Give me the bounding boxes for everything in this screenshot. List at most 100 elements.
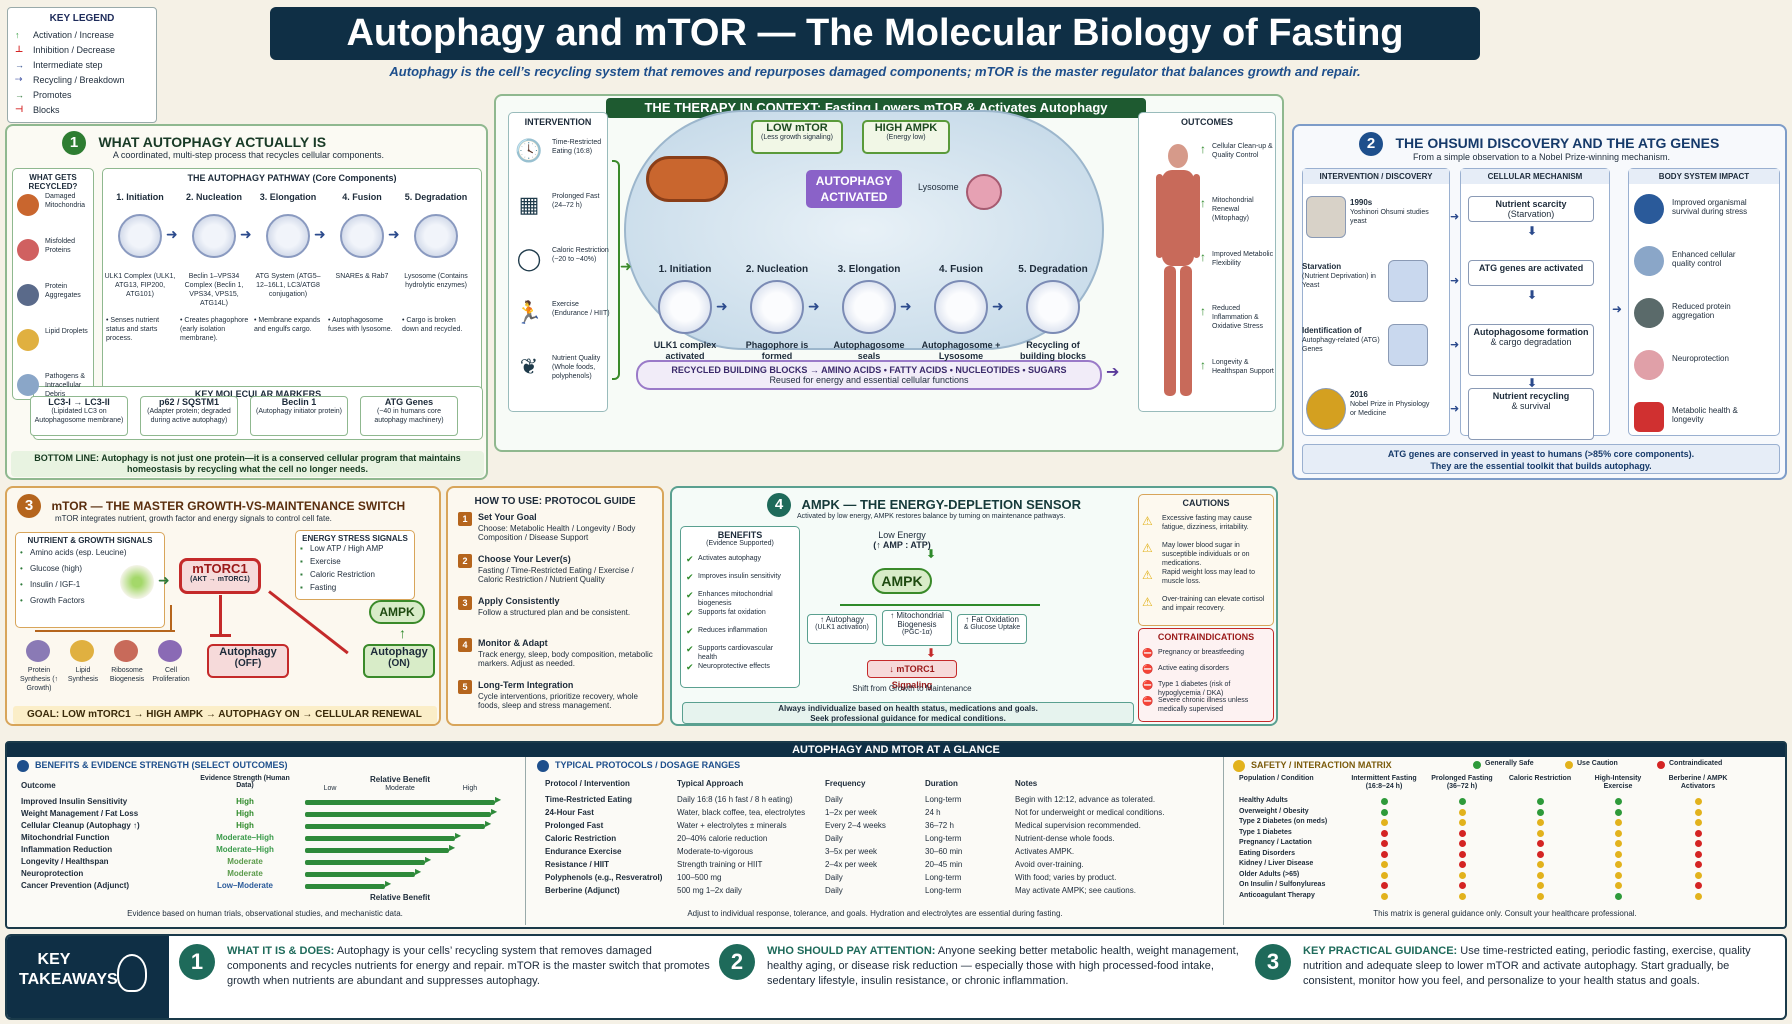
safety-dot-icon	[1695, 871, 1702, 879]
recycled-item-label: Damaged Mitochondria	[45, 193, 86, 209]
benefit-label: Enhances mitochondrial biogenesis	[698, 591, 773, 607]
calendar-icon: ▦	[518, 192, 540, 217]
takeaway-heading: KEY PRACTICAL GUIDANCE:	[1303, 945, 1458, 957]
intervention-label: Caloric Restriction (~20 to ~40%)	[552, 247, 609, 263]
benefit-label: ↑ Autophagy	[819, 615, 865, 624]
legend-dot-icon	[1657, 761, 1665, 769]
safety-dot-icon	[1459, 808, 1466, 816]
scientist-portrait-icon	[1306, 196, 1346, 238]
caution-label: Over-training can elevate cortisol and i…	[1162, 596, 1265, 612]
step-arrow-icon: ➜	[992, 298, 1004, 314]
protocol-step-title: Long-Term Integration	[478, 680, 574, 690]
safety-dot-icon	[1537, 798, 1544, 805]
safety-dot-icon	[1537, 829, 1544, 837]
down-arrow-icon: ⬇	[926, 547, 937, 561]
discovery-line-b: Autophagy-related (ATG) Genes	[1302, 337, 1380, 353]
inhibition-icon: ⊥	[15, 44, 24, 54]
protocol-cell: Caloric Restriction	[545, 834, 617, 843]
protocol-cell: 100–500 mg	[677, 873, 722, 882]
evidence-strength: High	[236, 809, 254, 818]
intermediate-arrow-icon: →	[15, 59, 24, 70]
warning-icon: ⚠	[1142, 514, 1153, 528]
cell-output-icon	[26, 640, 50, 662]
pathway-step-desc: • Cargo is broken down and recycled.	[402, 317, 463, 333]
legend-label: Blocks	[33, 104, 60, 115]
impact-label: Enhanced cellular quality control	[1672, 250, 1736, 268]
recycled-item-label: Pathogens & Intracellular Debris	[45, 373, 86, 398]
evidence-strength: Moderate–High	[216, 833, 274, 842]
population-label: Overweight / Obesity	[1239, 807, 1309, 815]
evidence-strength: High	[236, 797, 254, 806]
column-title: CELLULAR MECHANISM	[1461, 169, 1609, 184]
benefit-label: ↑ Mitochondrial Biogenesis	[890, 611, 944, 629]
cautions-box: CAUTIONS	[1138, 494, 1274, 626]
safety-dot-icon	[1695, 892, 1702, 900]
table-footer: Adjust to individual response, tolerance…	[687, 909, 1063, 918]
table-title: TYPICAL PROTOCOLS / DOSAGE RANGES	[555, 760, 741, 770]
increase-arrow-icon: ↑	[1200, 304, 1206, 318]
autophagy-on-node: Autophagy (ON)	[363, 644, 435, 678]
high-ampk-sub: (Energy low)	[886, 134, 926, 141]
protocol-cell: 30–60 min	[925, 847, 963, 856]
cycle-step-desc: Phagophore is formed	[745, 340, 809, 361]
population-label: Type 1 Diabetes	[1239, 828, 1292, 836]
pathway-step-icon	[340, 214, 384, 258]
autophagy-off-node: Autophagy (OFF)	[207, 644, 289, 678]
lysosome-label: Lysosome	[918, 182, 959, 192]
safety-dot-icon	[1695, 829, 1702, 837]
col-header: Duration	[925, 779, 958, 788]
down-arrow-icon: ⬇	[1527, 224, 1538, 238]
section-mtor-switch: 3 mTOR — THE MASTER GROWTH-VS-MAINTENANC…	[5, 486, 441, 726]
col-header: Berberine / AMPK Activators	[1668, 775, 1728, 790]
benefit-sub: (ULK1 activation)	[815, 624, 869, 631]
recycled-item-icon	[17, 194, 39, 216]
recycled-item-label: Misfolded Proteins	[45, 238, 75, 254]
mechanism-line-a: Autophagosome formation	[1473, 327, 1589, 337]
safety-dot-icon	[1459, 861, 1466, 868]
cycle-step-desc: Autophagosome seals	[833, 340, 905, 361]
check-icon: ✔	[686, 662, 694, 672]
protocol-step-title: Apply Consistently	[478, 596, 560, 606]
protocol-cell: 20–45 min	[925, 860, 963, 869]
protocol-cell: 1–2x per week	[825, 808, 878, 817]
section-number-badge	[1233, 760, 1245, 772]
protocol-cell: Long-term	[925, 873, 962, 882]
bullet-icon: ▪	[300, 583, 303, 592]
contraindication-label: Type 1 diabetes (risk of hypoglycemia / …	[1158, 681, 1231, 697]
autophagy-benefit-box: ↑ Autophagy(ULK1 activation)	[807, 614, 877, 644]
bar-arrow-icon: ▶	[495, 795, 502, 804]
safety-dot-icon	[1695, 882, 1702, 889]
mechanism-line-b: & survival	[1511, 401, 1551, 411]
bar-arrow-icon: ▶	[385, 879, 392, 888]
brain-icon	[1634, 350, 1664, 380]
recycled-item-icon	[17, 239, 39, 261]
safety-dot-icon	[1459, 840, 1466, 847]
divider	[1223, 757, 1224, 925]
key-takeaways-label-box: KEY TAKEAWAYS	[7, 936, 169, 1018]
intervention-bracket	[612, 160, 620, 380]
recycled-label: RECYCLED BUILDING BLOCKS → AMINO ACIDS •…	[671, 365, 1067, 375]
pathway-step-component: Beclin 1–VPS34 Complex (Beclin 1, VPS34,…	[184, 273, 244, 307]
mechanism-line-b: (Starvation)	[1507, 209, 1555, 219]
autophagy-on-sub: (ON)	[388, 658, 410, 669]
marker-desc: (Adapter protein; degraded during active…	[147, 408, 231, 424]
benefit-label: ↑ Fat Oxidation	[965, 615, 1019, 624]
intervention-box: INTERVENTION	[508, 112, 608, 412]
protein-aggregate-icon	[1634, 298, 1664, 328]
benefit-label: Neuroprotective effects	[698, 663, 770, 670]
protocol-cell: Resistance / HIIT	[545, 860, 610, 869]
down-arrow-icon: ⬇	[926, 646, 937, 660]
promotes-arrow-icon: ↑	[399, 625, 406, 641]
section-title: THE OHSUMI DISCOVERY AND THE ATG GENES	[1395, 135, 1720, 152]
step-arrow-icon: ➜	[314, 226, 326, 242]
bullet-icon: •	[20, 564, 23, 573]
safety-dot-icon	[1381, 829, 1388, 837]
person-icon	[1634, 194, 1664, 224]
population-label: Kidney / Liver Disease	[1239, 860, 1314, 867]
col-header: Evidence Strength (Human Data)	[200, 775, 290, 789]
molecular-marker-box: p62 / SQSTM1(Adapter protein; degraded d…	[140, 396, 238, 436]
cycle-step-desc: Autophagosome + Lysosome	[921, 340, 1001, 361]
benefit-bar	[305, 812, 491, 817]
benefit-sub: (PGC-1α)	[901, 629, 933, 636]
legend-label: Promotes	[33, 89, 72, 100]
